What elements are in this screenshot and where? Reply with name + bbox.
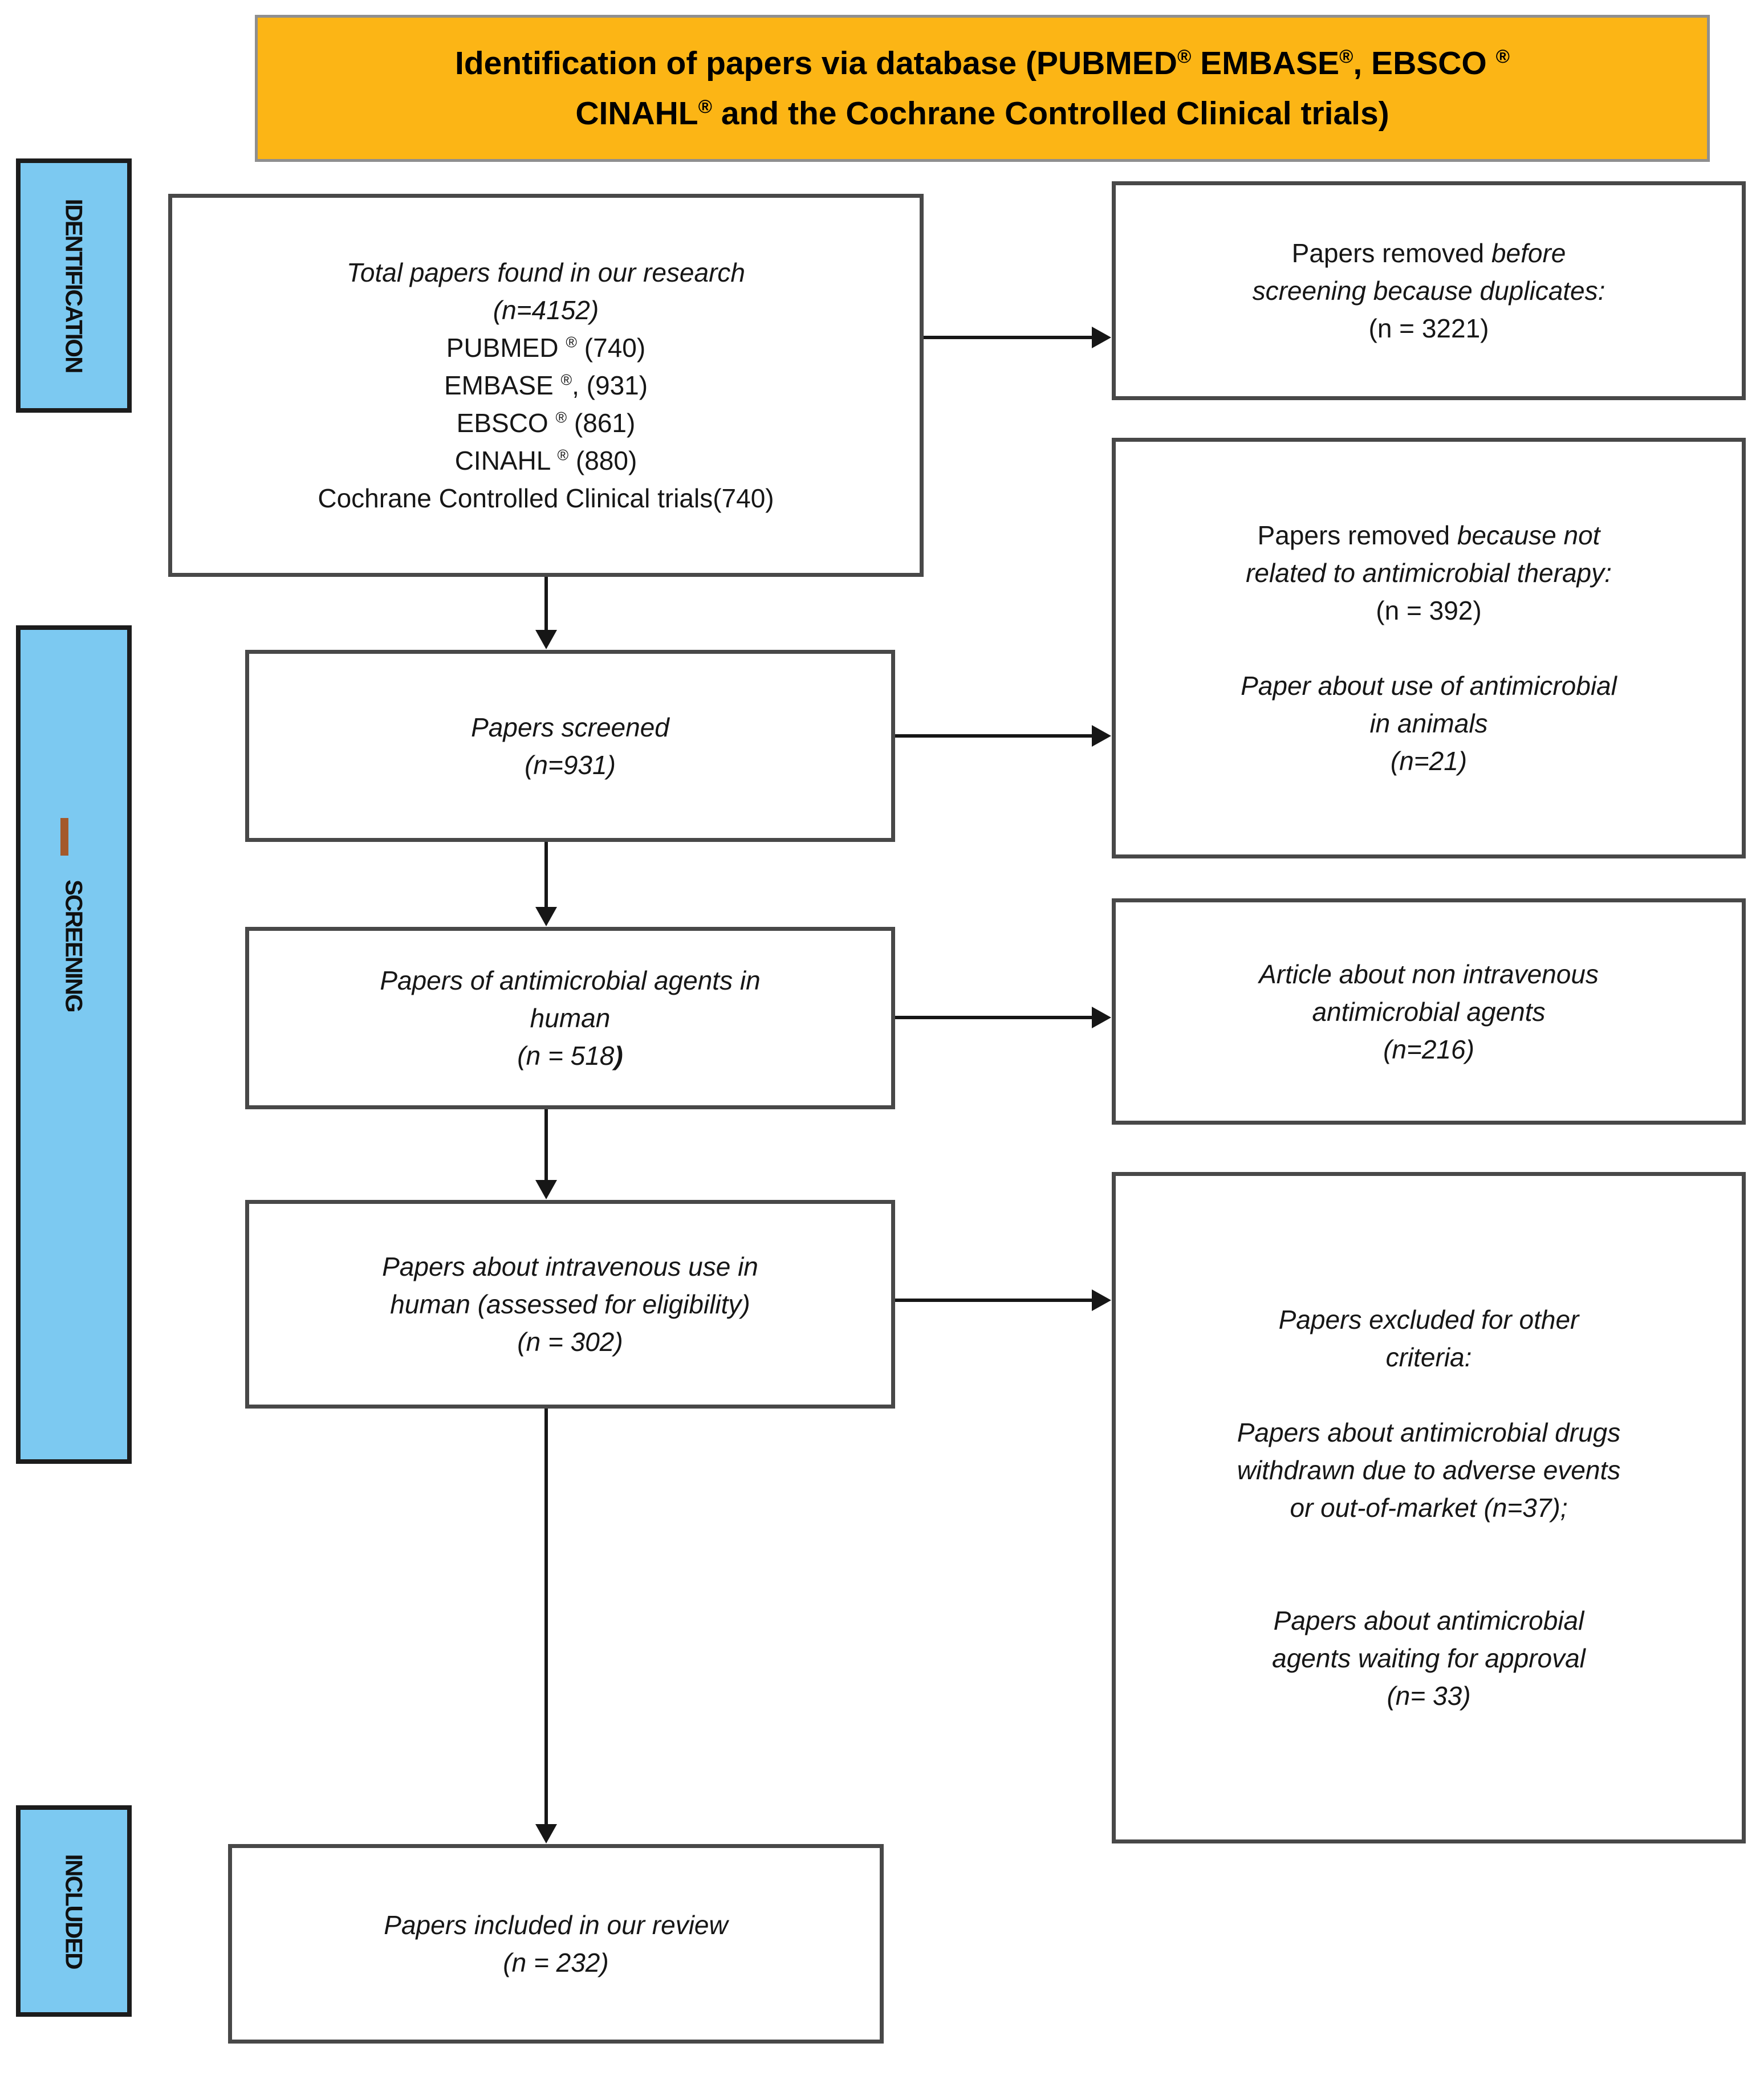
box-text-line: withdrawn due to adverse events: [1237, 1455, 1621, 1485]
box-text-line: human (assessed for eligibility): [390, 1289, 750, 1319]
registered-trademark-icon: ®: [698, 96, 712, 117]
box-text-line: EMBASE ®, (931): [444, 367, 648, 404]
arrow-intravenous-to-included: [544, 1409, 548, 1825]
box-text-line: Papers included in our review: [384, 1910, 728, 1940]
box-text-line: CINAHL ® (880): [455, 442, 637, 479]
box-text-line: Papers about antimicrobial drugs: [1237, 1418, 1621, 1447]
exclusion-text: Papers removed: [1257, 520, 1457, 550]
database-count: , (931): [572, 371, 648, 400]
box-text-line: human: [530, 1003, 611, 1033]
box-text-line: (n=21): [1390, 746, 1468, 776]
arrow-intravenous-to-other-criteria: [895, 1299, 1092, 1302]
banner-text-segment: , EBSCO: [1353, 45, 1496, 82]
banner-line-2: CINAHL® and the Cochrane Controlled Clin…: [575, 88, 1389, 139]
box-text-line: related to antimicrobial therapy:: [1246, 558, 1612, 588]
box-text-line: Papers removed before: [1292, 234, 1566, 272]
box-text-line: Papers excluded for other: [1278, 1305, 1579, 1334]
exclusion-text: because not: [1457, 520, 1600, 550]
box-text-line: (n= 33): [1387, 1681, 1471, 1711]
box-text-line: (n=4152): [493, 295, 599, 325]
exclusion-text: before: [1491, 238, 1566, 268]
database-count: (740): [577, 333, 646, 363]
papers-antimicrobial-human-box: Papers of antimicrobial agents in human …: [245, 927, 895, 1109]
papers-included-box: Papers included in our review (n = 232): [228, 1844, 884, 2044]
box-text-line: in animals: [1369, 709, 1488, 738]
stage-included-label: INCLUDED: [60, 1854, 88, 1968]
box-text-line: Papers screened: [471, 712, 669, 742]
database-name: EMBASE: [444, 371, 561, 400]
box-text-line: screening because duplicates:: [1252, 276, 1606, 306]
registered-trademark-icon: ®: [566, 333, 578, 351]
count-text: ): [614, 1041, 623, 1071]
papers-intravenous-human-box: Papers about intravenous use in human (a…: [245, 1200, 895, 1409]
box-text-line: Papers about antimicrobial: [1273, 1606, 1584, 1635]
box-text-line: EBSCO ® (861): [457, 404, 636, 442]
removed-not-related-box: Papers removed because not related to an…: [1112, 438, 1746, 858]
registered-trademark-icon: ®: [1495, 46, 1510, 67]
box-text-line: (n = 3221): [1368, 314, 1489, 343]
box-text-line: antimicrobial agents: [1312, 996, 1546, 1027]
database-name: EBSCO: [456, 408, 556, 438]
dash-mark: [60, 818, 68, 856]
stage-identification-label: IDENTIFICATION: [60, 198, 88, 373]
database-count: (880): [568, 446, 637, 475]
box-text-line: Papers about intravenous use in: [382, 1252, 758, 1281]
papers-screened-box: Papers screened (n=931): [245, 650, 895, 842]
banner-line-1: Identification of papers via database (P…: [455, 38, 1510, 88]
total-papers-found-box: Total papers found in our research (n=41…: [168, 194, 924, 577]
box-text-line: (n = 232): [503, 1948, 609, 1977]
box-text-line: Paper about use of antimicrobial: [1241, 671, 1617, 701]
exclusion-text: Papers removed: [1291, 238, 1491, 268]
count-text: (n = 518: [517, 1041, 615, 1071]
box-text-line: Total papers found in our research: [347, 258, 745, 287]
box-text-line: Papers of antimicrobial agents in: [380, 966, 761, 995]
banner-text-segment: Identification of papers via database (P…: [455, 45, 1177, 82]
box-text-line: criteria:: [1385, 1342, 1472, 1372]
excluded-other-criteria-box: Papers excluded for other criteria: Pape…: [1112, 1172, 1746, 1843]
banner-text-segment: and the Cochrane Controlled Clinical tri…: [712, 95, 1389, 132]
arrow-human-to-non-intravenous: [895, 1016, 1092, 1019]
arrow-screened-to-not-related: [895, 734, 1092, 738]
database-count: (861): [567, 408, 636, 438]
banner-text-segment: EMBASE: [1191, 45, 1340, 82]
stage-screening-label: SCREENING: [60, 880, 88, 1012]
database-name: PUBMED: [446, 333, 566, 363]
box-text-line: PUBMED ® (740): [446, 329, 645, 367]
registered-trademark-icon: ®: [1177, 46, 1192, 67]
box-text-line: Papers removed because not: [1258, 516, 1600, 554]
box-text-line: (n=216): [1383, 1034, 1474, 1064]
registered-trademark-icon: ®: [560, 371, 572, 389]
box-text-line: (n = 392): [1376, 596, 1482, 625]
arrow-identified-to-screened: [544, 577, 548, 630]
box-text-line: agents waiting for approval: [1272, 1643, 1586, 1673]
registered-trademark-icon: ®: [555, 409, 567, 426]
stage-included-box: INCLUDED: [16, 1805, 132, 2017]
database-name: CINAHL: [454, 446, 558, 475]
stage-screening-box: SCREENING: [16, 625, 132, 1464]
arrow-identified-to-duplicates: [924, 336, 1092, 339]
box-text-line: Cochrane Controlled Clinical trials(740): [318, 483, 774, 513]
title-banner: Identification of papers via database (P…: [255, 15, 1710, 162]
registered-trademark-icon: ®: [557, 446, 569, 464]
box-text-line: (n = 518): [517, 1037, 623, 1075]
removed-duplicates-box: Papers removed before screening because …: [1112, 181, 1746, 400]
non-intravenous-box: Article about non intravenous antimicrob…: [1112, 898, 1746, 1125]
box-text-line: Article about non intravenous: [1259, 959, 1599, 989]
arrow-screened-to-human: [544, 842, 548, 907]
box-text-line: (n=931): [525, 750, 616, 780]
box-text-line: (n = 302): [517, 1327, 623, 1357]
box-text-line: or out-of-market (n=37);: [1290, 1493, 1568, 1523]
arrow-human-to-intravenous: [544, 1109, 548, 1181]
stage-identification-box: IDENTIFICATION: [16, 158, 132, 413]
registered-trademark-icon: ®: [1339, 46, 1354, 67]
banner-text-segment: CINAHL: [575, 95, 698, 132]
